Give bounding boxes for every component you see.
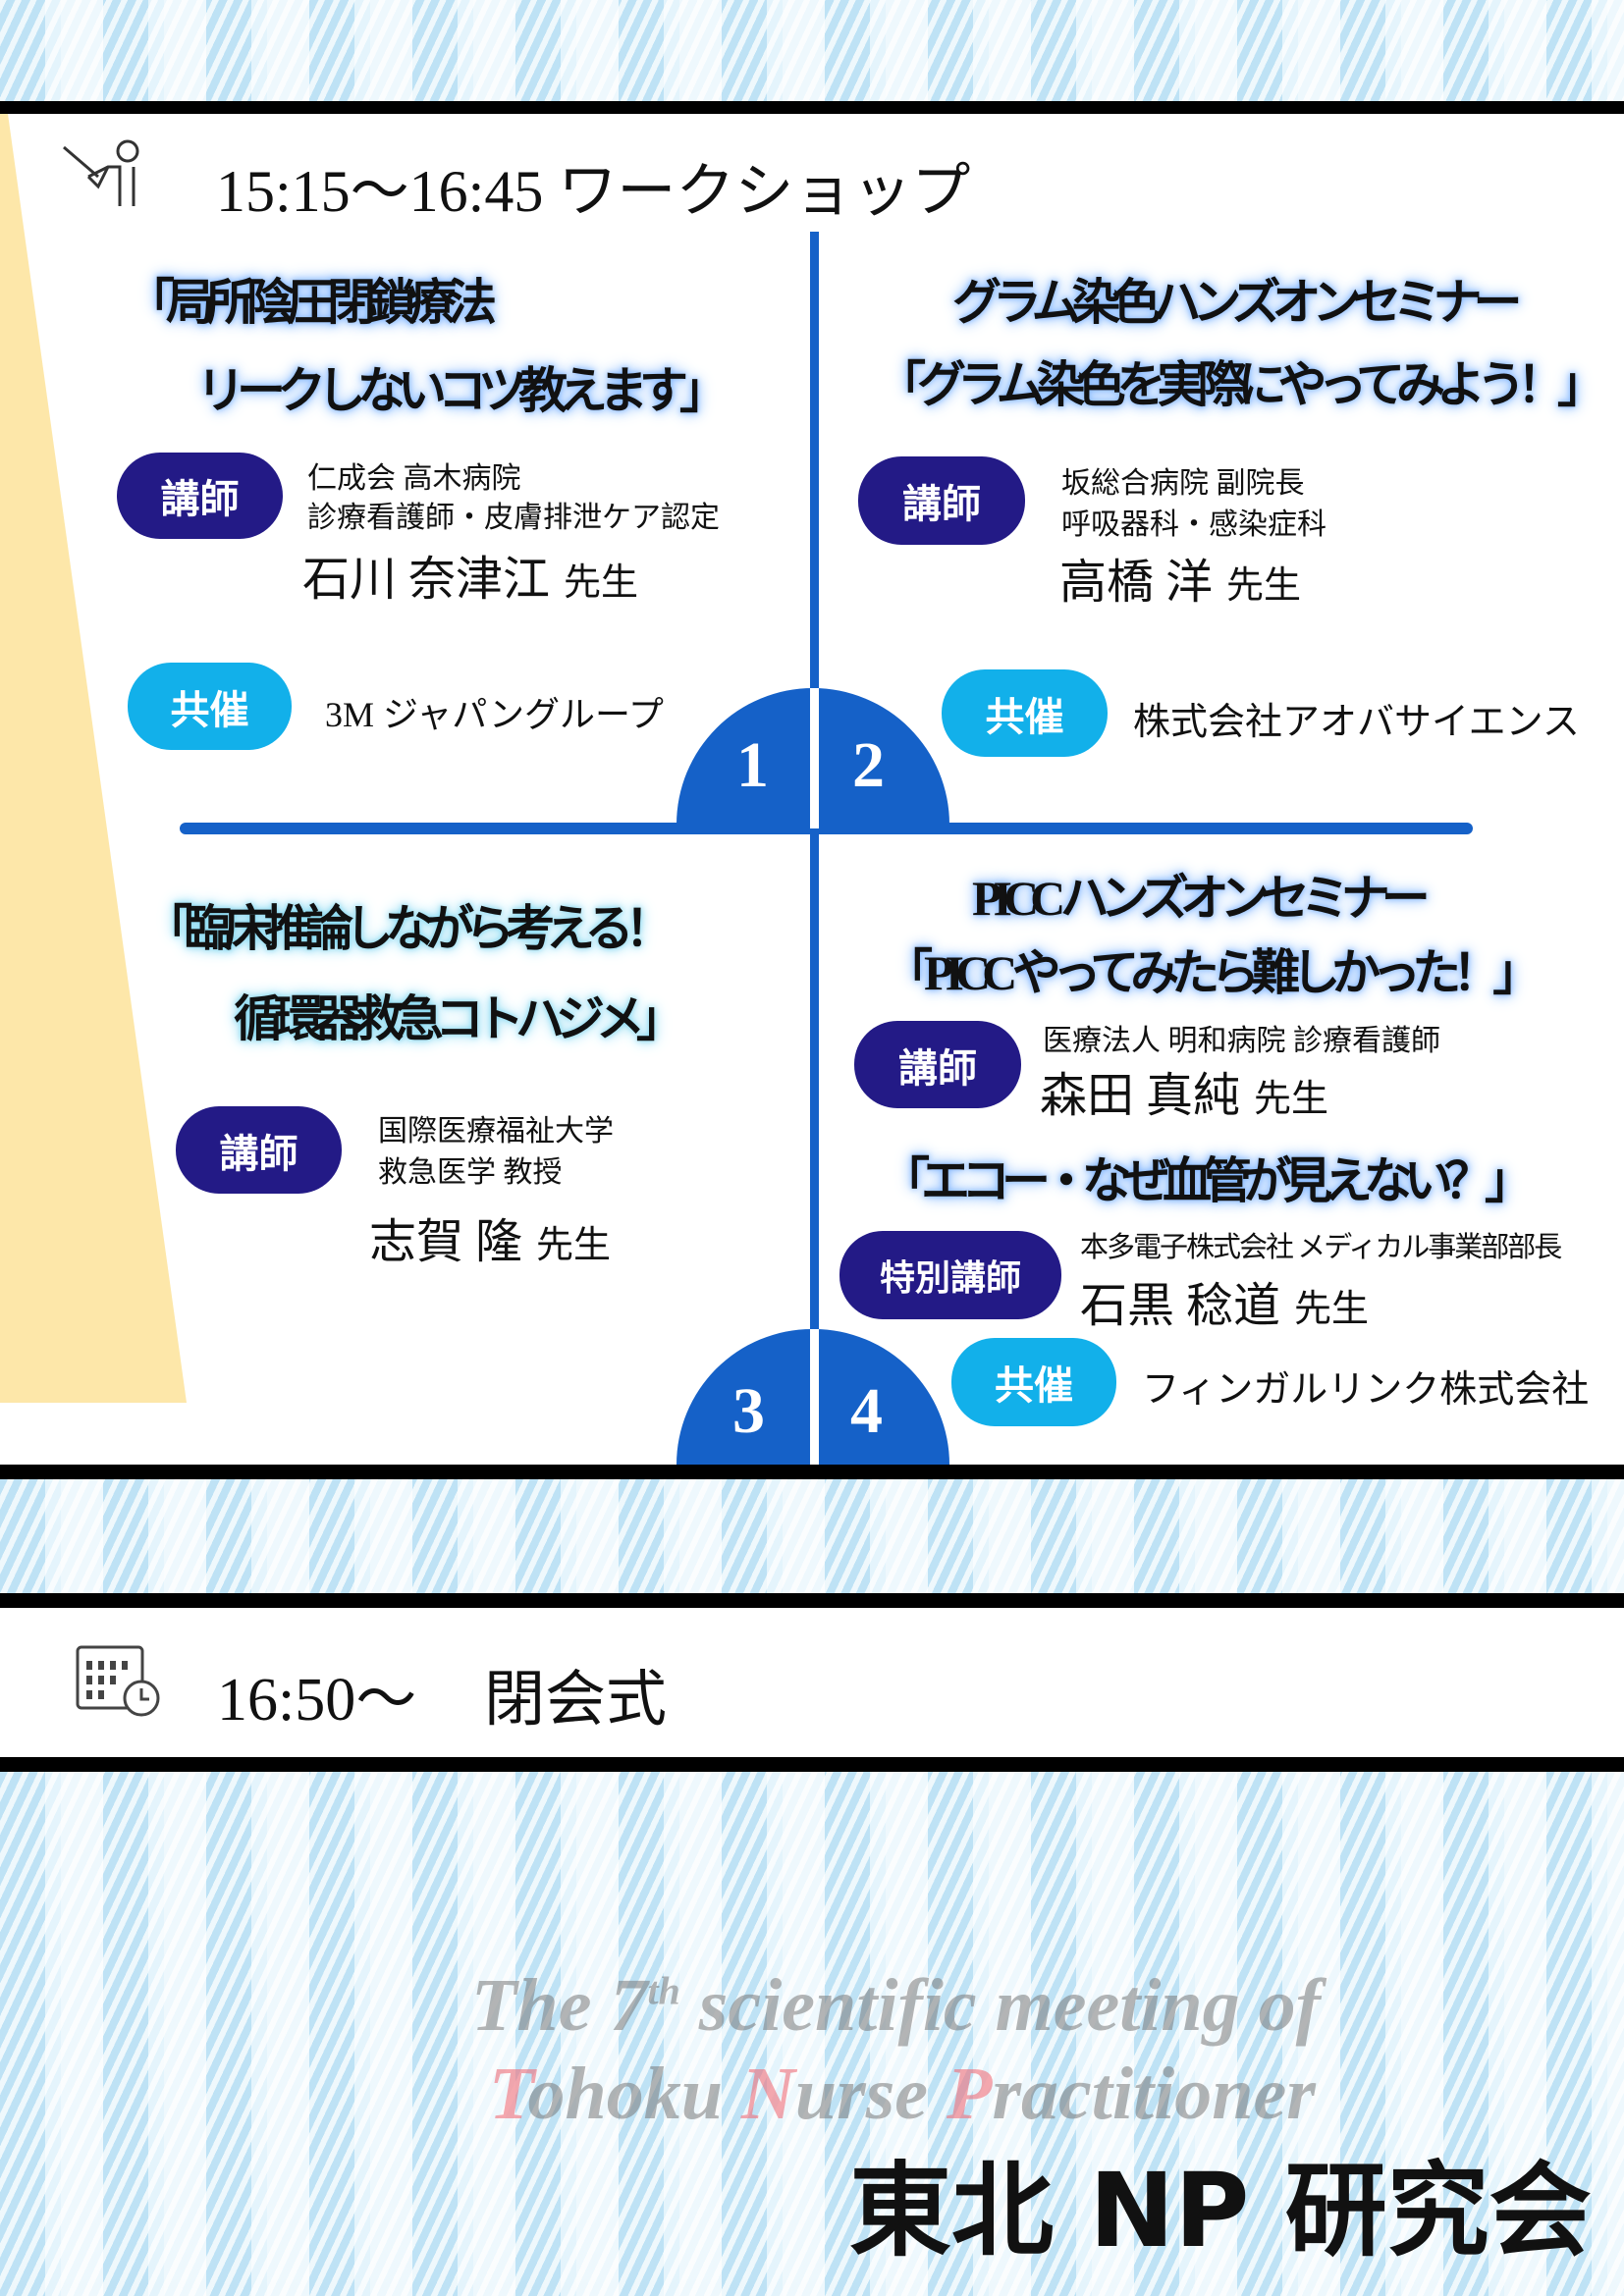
text: scientific meeting of	[679, 1964, 1321, 2047]
lecturer-name: 高橋 洋	[1059, 557, 1214, 609]
session3-affiliation-2: 救急医学 教授	[378, 1156, 563, 1189]
session1-lecturer: 石川 奈津江先生	[302, 540, 638, 609]
closing-time: 16:50～	[217, 1667, 417, 1734]
session1-sponsor: 3M ジャパングループ	[325, 695, 664, 734]
lecturer-badge: 講師	[117, 453, 283, 539]
session2-sponsor: 株式会社アオバサイエンス	[1133, 702, 1580, 743]
closing-label: 閉会式	[484, 1667, 668, 1734]
lecturer-name: 石川 奈津江	[302, 554, 551, 606]
horizontal-divider	[180, 823, 1473, 834]
special-lecturer-badge: 特別講師	[839, 1231, 1061, 1319]
closing-panel	[0, 1608, 1624, 1757]
session4-special-title: 「エコー・なぜ血管が見えない？」	[881, 1153, 1534, 1208]
session4-special-affiliation: 本多電子株式会社 メディカル事業部部長	[1080, 1232, 1562, 1263]
session4-sponsor: フィンガルリンク株式会社	[1142, 1369, 1590, 1411]
english-title-segment: N	[741, 2053, 795, 2135]
session4-lecturer: 森田 真純先生	[1040, 1056, 1328, 1125]
sponsor-badge: 共催	[128, 663, 292, 750]
english-title-segment: ohoku	[527, 2053, 741, 2135]
session1-affiliation-1: 仁成会 高木病院	[307, 462, 521, 495]
session3-title-line2: 循環器救急コトハジメ」	[234, 991, 685, 1046]
session4-title-line2: 「PICC やってみたら難しかった！」	[884, 945, 1542, 1000]
honorific: 先生	[564, 562, 639, 604]
session2-title-line2: 「グラム染色を実際にやってみよう！」	[877, 357, 1606, 412]
session1-title-line2: リークしないコツ教えます」	[196, 363, 729, 418]
dome-split	[810, 688, 819, 828]
lecturer-name: 石黒 稔道	[1080, 1280, 1281, 1332]
workshop-heading: 15:15～16:45 ワークショップ	[216, 159, 971, 224]
session-number-1: 1	[736, 729, 769, 801]
session3-lecturer: 志賀 隆先生	[369, 1202, 611, 1271]
session4-title-line1: PICC ハンズオンセミナー	[972, 871, 1431, 926]
lecturer-name: 志賀 隆	[369, 1216, 523, 1268]
session2-affiliation-2: 呼吸器科・感染症科	[1061, 508, 1326, 541]
session2-lecturer: 高橋 洋先生	[1059, 543, 1301, 612]
lecturer-badge: 講師	[176, 1106, 342, 1194]
text: The 7	[471, 1964, 648, 2047]
session-number-4: 4	[850, 1375, 883, 1447]
session3-affiliation-1: 国際医療福祉大学	[378, 1115, 614, 1148]
session1-affiliation-2: 診療看護師・皮膚排泄ケア認定	[307, 502, 720, 534]
english-title-line2: Tohoku Nurse Practitioner	[489, 2052, 1316, 2136]
session-number-3: 3	[732, 1375, 765, 1447]
dome-split	[810, 1329, 819, 1465]
session1-title-line1: 「局所陰圧閉鎖療法	[126, 275, 497, 330]
closing-bottom-divider	[0, 1757, 1624, 1772]
session3-title-line1: 「臨床推論しながら考える！	[143, 901, 674, 956]
english-title-segment: T	[489, 2053, 528, 2135]
session-number-2: 2	[852, 729, 885, 801]
presenter-icon	[63, 139, 139, 206]
calendar-clock-icon	[76, 1645, 160, 1717]
english-title-segment: P	[947, 2053, 993, 2135]
honorific: 先生	[1254, 1079, 1329, 1120]
vertical-divider	[810, 232, 819, 1465]
honorific: 先生	[1226, 565, 1302, 607]
lecturer-name: 森田 真純	[1040, 1070, 1241, 1122]
closing-top-divider	[0, 1593, 1624, 1608]
honorific: 先生	[536, 1225, 612, 1266]
lecturer-badge: 講師	[858, 456, 1025, 545]
session4-affiliation: 医療法人 明和病院 診療看護師	[1043, 1025, 1440, 1057]
honorific: 先生	[1294, 1289, 1370, 1330]
sponsor-badge: 共催	[951, 1338, 1116, 1426]
session2-affiliation-1: 坂総合病院 副院長	[1061, 467, 1305, 500]
lecturer-badge: 講師	[854, 1021, 1021, 1108]
english-title-segment: urse	[794, 2053, 947, 2135]
superscript: th	[647, 1968, 680, 2013]
english-title-segment: ractitioner	[992, 2053, 1316, 2135]
session2-title-line1: グラム染色ハンズオンセミナー	[952, 275, 1522, 330]
english-title-line1: The 7th scientific meeting of	[471, 1963, 1321, 2048]
workshop-bottom-divider	[0, 1465, 1624, 1479]
session4-special-lecturer: 石黒 稔道先生	[1080, 1266, 1369, 1335]
top-divider	[0, 101, 1624, 114]
organization-name: 東北 NP 研究会	[849, 2151, 1592, 2270]
sponsor-badge: 共催	[942, 669, 1108, 757]
